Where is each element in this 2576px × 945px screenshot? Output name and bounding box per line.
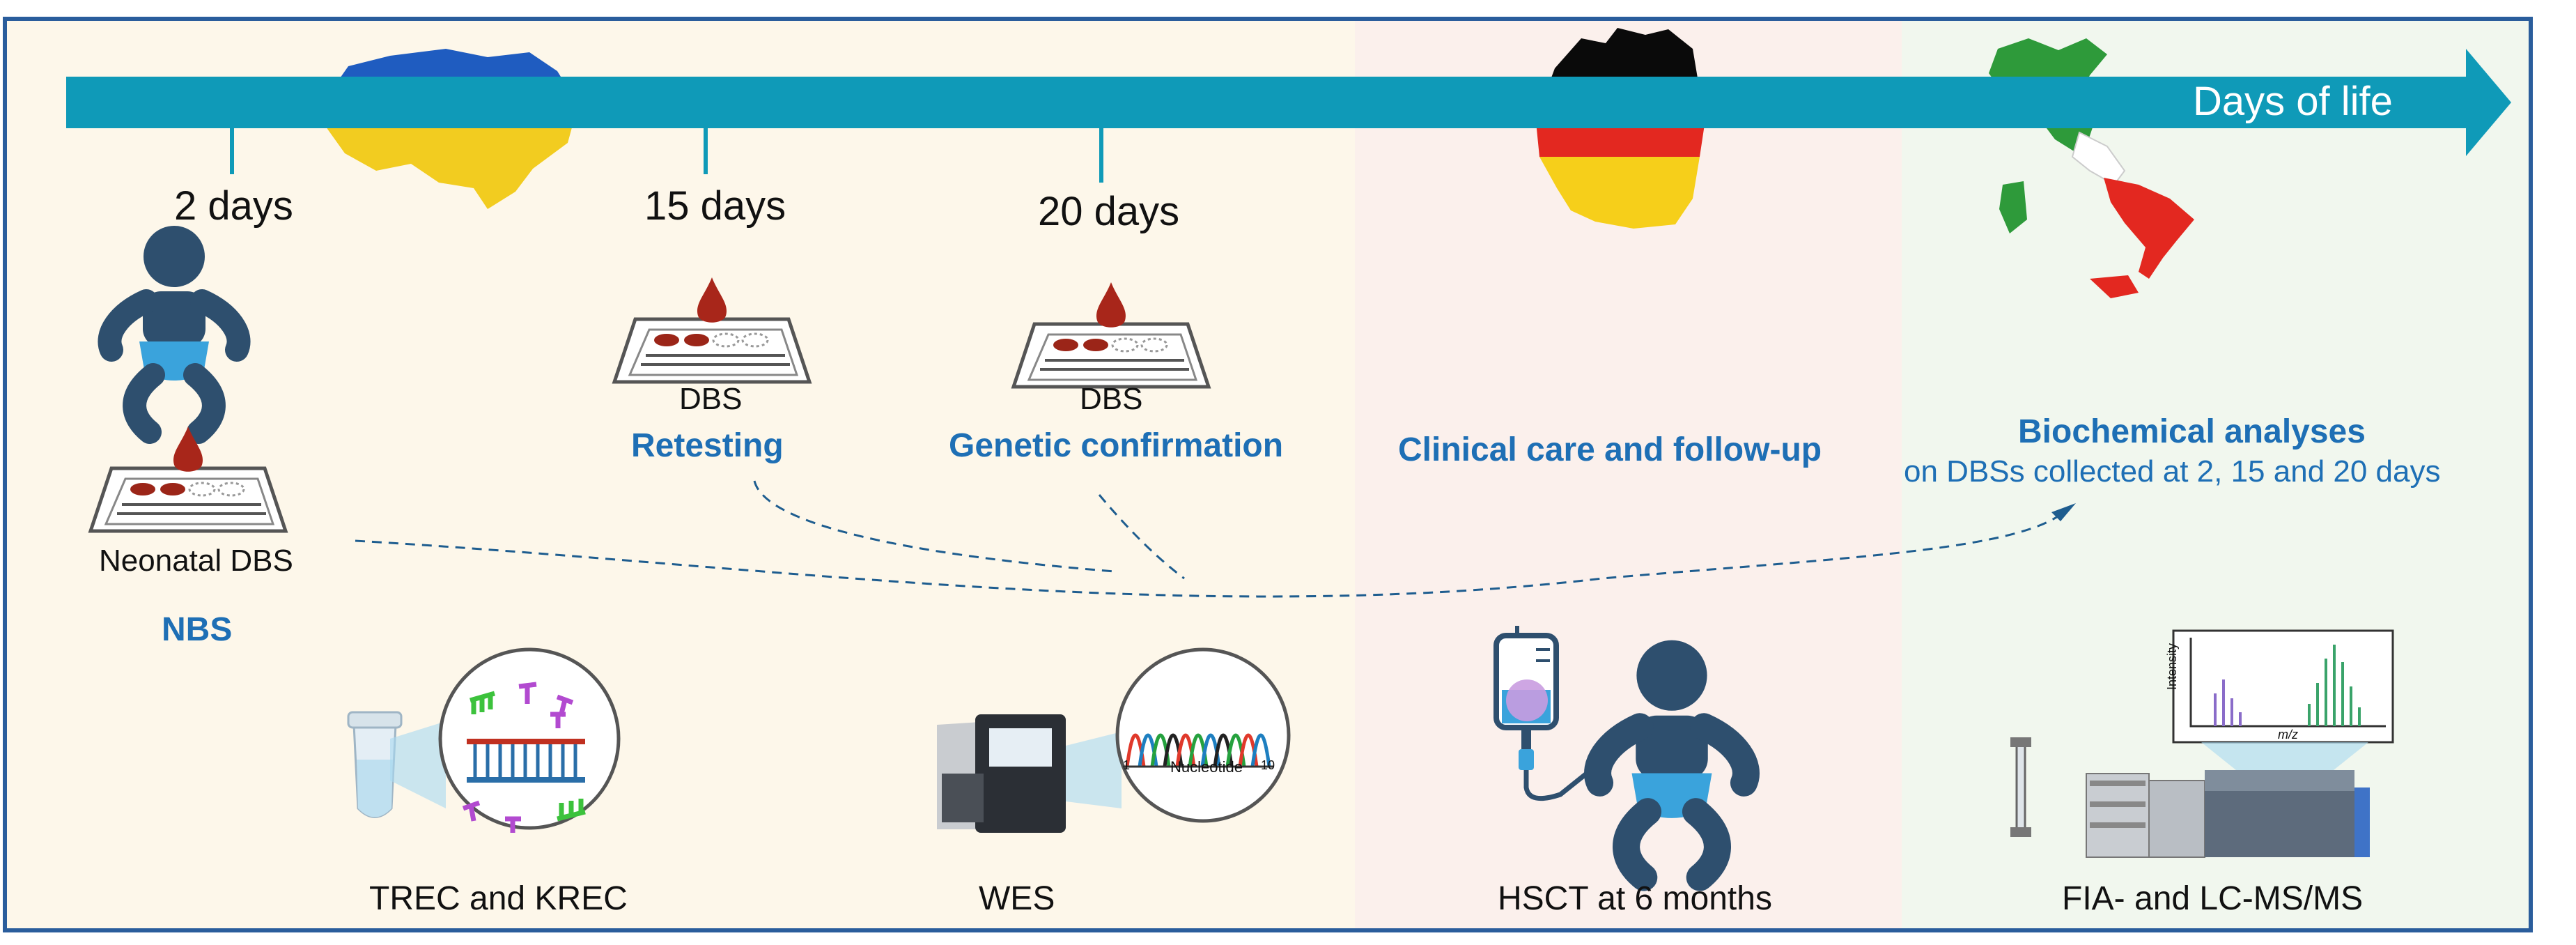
tick-20-days [1099,128,1103,183]
iv-bag-icon [1493,626,1597,801]
sequencer-icon [937,714,1066,833]
ukraine-map-icon [320,49,578,209]
connector-arrowhead [2051,503,2076,521]
timeline-arrow [66,49,2511,183]
hsct-label: HSCT at 6 months [1498,880,1772,917]
clinical-care-title: Clinical care and follow-up [1398,431,1822,468]
tube-icon [347,711,403,818]
mass-spectrometer-icon [2086,770,2370,858]
baby-icon [1598,640,1746,877]
tick-15-days [704,128,708,174]
timeline-arrow-label: Days of life [2193,79,2393,124]
ms-spectrum-plot [2172,629,2394,770]
dna-magnifier-icon [1066,647,1291,823]
nbs-title: NBS [162,611,233,648]
dbs-label-genetic: DBS [1080,382,1143,416]
nucleotide-axis-end: 10 [1261,758,1275,772]
dashed-connectors [355,480,2066,598]
tick-label-2-days: 2 days [174,183,293,229]
tick-2-days [230,128,234,174]
ms-ylabel: Intensity [2165,643,2179,690]
tick-label-20-days: 20 days [1038,189,1180,234]
ms-label: FIA- and LC-MS/MS [2062,880,2364,917]
dbs-card-icon [91,427,286,531]
baby-icon [109,226,238,432]
dbs-card-icon [1014,282,1209,387]
wes-label: WES [979,880,1055,917]
ms-xlabel: m/z [2278,728,2298,742]
tick-label-15-days: 15 days [644,183,786,229]
column-icon [2010,737,2031,837]
genetic-confirmation-title: Genetic confirmation [949,427,1284,464]
nucleotide-label: Nucleotide [1170,758,1243,776]
dbs-card-icon [614,277,809,382]
dna-magnifier-icon [390,647,621,833]
trec-krec-label: TREC and KREC [369,880,628,917]
nucleotide-axis-start: 1 [1123,758,1131,772]
biochemical-analyses-subtitle: on DBSs collected at 2, 15 and 20 days [1904,454,2441,489]
dbs-label-retesting: DBS [679,382,743,416]
retesting-title: Retesting [631,427,784,464]
biochemical-analyses-title: Biochemical analyses [2018,413,2366,450]
neonatal-dbs-label: Neonatal DBS [99,544,293,578]
